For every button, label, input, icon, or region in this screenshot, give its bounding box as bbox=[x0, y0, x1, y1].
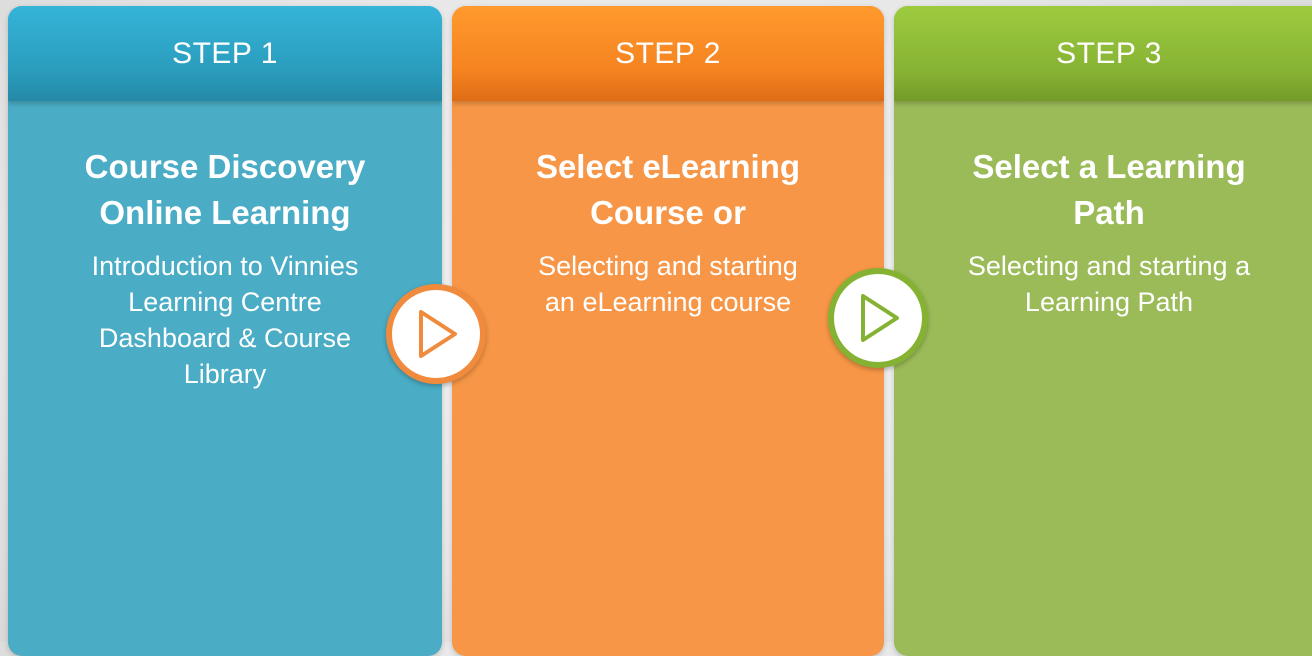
step-3-title-line-1: Select a Learning bbox=[972, 148, 1246, 185]
step-2-card: STEP 2 Select eLearning Course or Select… bbox=[452, 6, 884, 656]
step-3-card: STEP 3 Select a Learning Path Selecting … bbox=[894, 6, 1312, 656]
step-3-description: Selecting and starting a Learning Path bbox=[967, 251, 1251, 317]
step-3-title: Select a Learning Path bbox=[934, 144, 1284, 236]
step-2-title-line-1: Select eLearning bbox=[535, 148, 801, 185]
step-3-header: STEP 3 bbox=[894, 6, 1312, 101]
step-2-title: Select eLearning Course or bbox=[492, 144, 844, 236]
step-2-title-line-2: Course or bbox=[590, 194, 746, 231]
step-1-header: STEP 1 bbox=[8, 6, 442, 101]
step-1-card: STEP 1 Course Discovery Online Learning … bbox=[8, 6, 442, 656]
play-icon bbox=[419, 310, 457, 358]
play-icon bbox=[861, 294, 899, 342]
step-2-header: STEP 2 bbox=[452, 6, 884, 101]
step-3-title-line-2: Path bbox=[1073, 194, 1145, 231]
next-step-2-button[interactable] bbox=[828, 268, 928, 368]
next-step-1-button[interactable] bbox=[386, 284, 486, 384]
step-1-title-line-2: Online Learning bbox=[99, 194, 351, 231]
step-2-description: Selecting and starting an eLearning cour… bbox=[538, 251, 798, 317]
step-1-title-line-1: Course Discovery bbox=[84, 148, 366, 185]
step-1-title: Course Discovery Online Learning bbox=[48, 144, 402, 236]
step-1-description: Introduction to Vinnies Learning Centre … bbox=[91, 251, 359, 389]
